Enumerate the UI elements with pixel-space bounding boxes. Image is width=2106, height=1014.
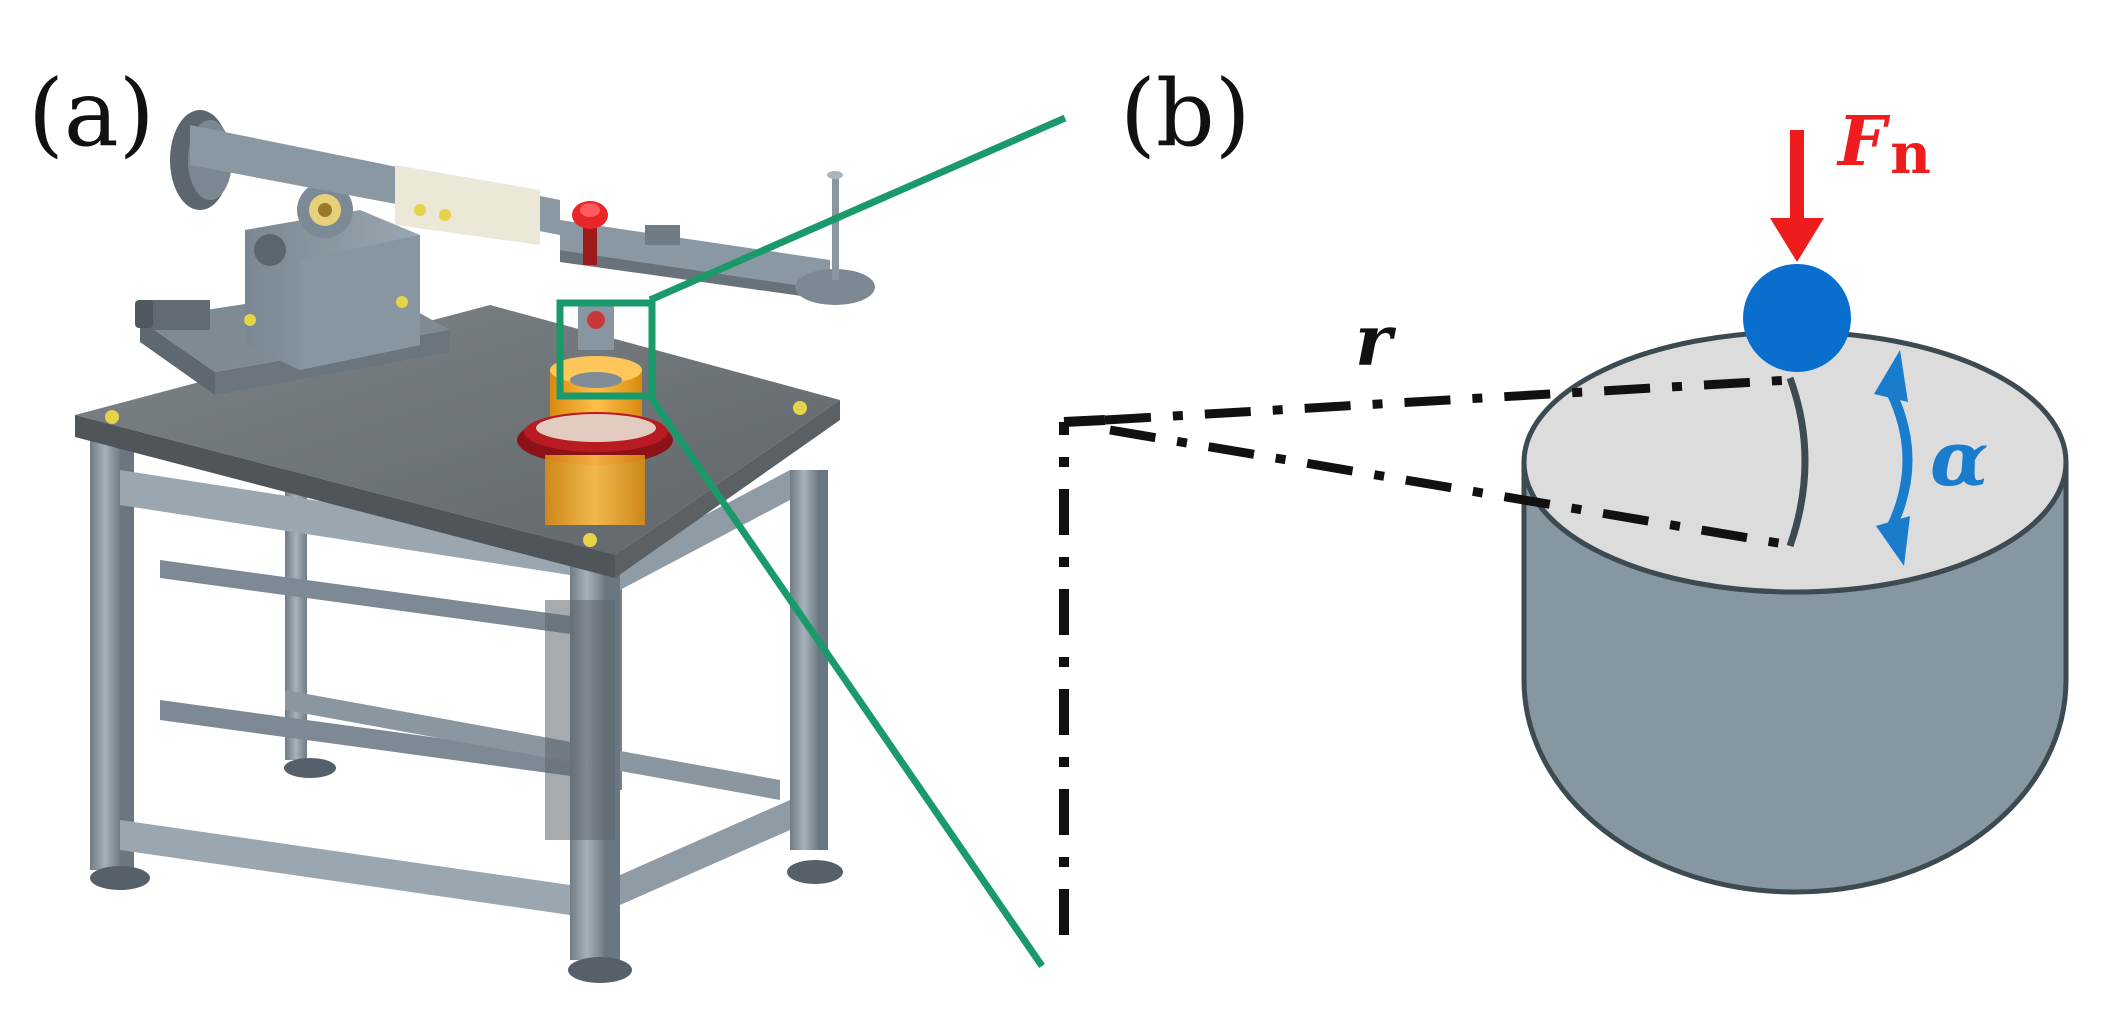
zoom-box <box>556 299 656 400</box>
zoom-callout <box>556 114 1067 968</box>
panel-label-b: (b) <box>1120 60 1251 167</box>
lever-arm <box>170 110 875 305</box>
load-knob <box>572 201 608 265</box>
callout-line-upper <box>648 114 1067 304</box>
radius-line-upper <box>1104 375 1791 425</box>
panel-label-a: (a) <box>28 60 155 167</box>
disc-cylinder <box>1521 329 2069 895</box>
radius-line-lower <box>1109 425 1791 550</box>
wear-track-arc <box>1786 376 1809 548</box>
frame-feet <box>90 758 843 983</box>
force-symbol: Fn <box>1836 102 1931 187</box>
tribometer-illustration <box>75 110 1067 983</box>
ball <box>1743 264 1851 372</box>
normal-force-arrow <box>1770 130 1824 262</box>
pivot-block <box>244 182 420 370</box>
radius-symbol: r <box>1355 299 1397 382</box>
angle-arrow <box>1874 350 1913 566</box>
angle-symbol: α <box>1930 414 1988 503</box>
frame-front <box>90 440 828 960</box>
radius-lines <box>1104 375 1791 550</box>
callout-line-lower <box>647 394 1045 968</box>
specimen-disc <box>517 356 673 525</box>
rotation-axis <box>1059 415 1106 935</box>
